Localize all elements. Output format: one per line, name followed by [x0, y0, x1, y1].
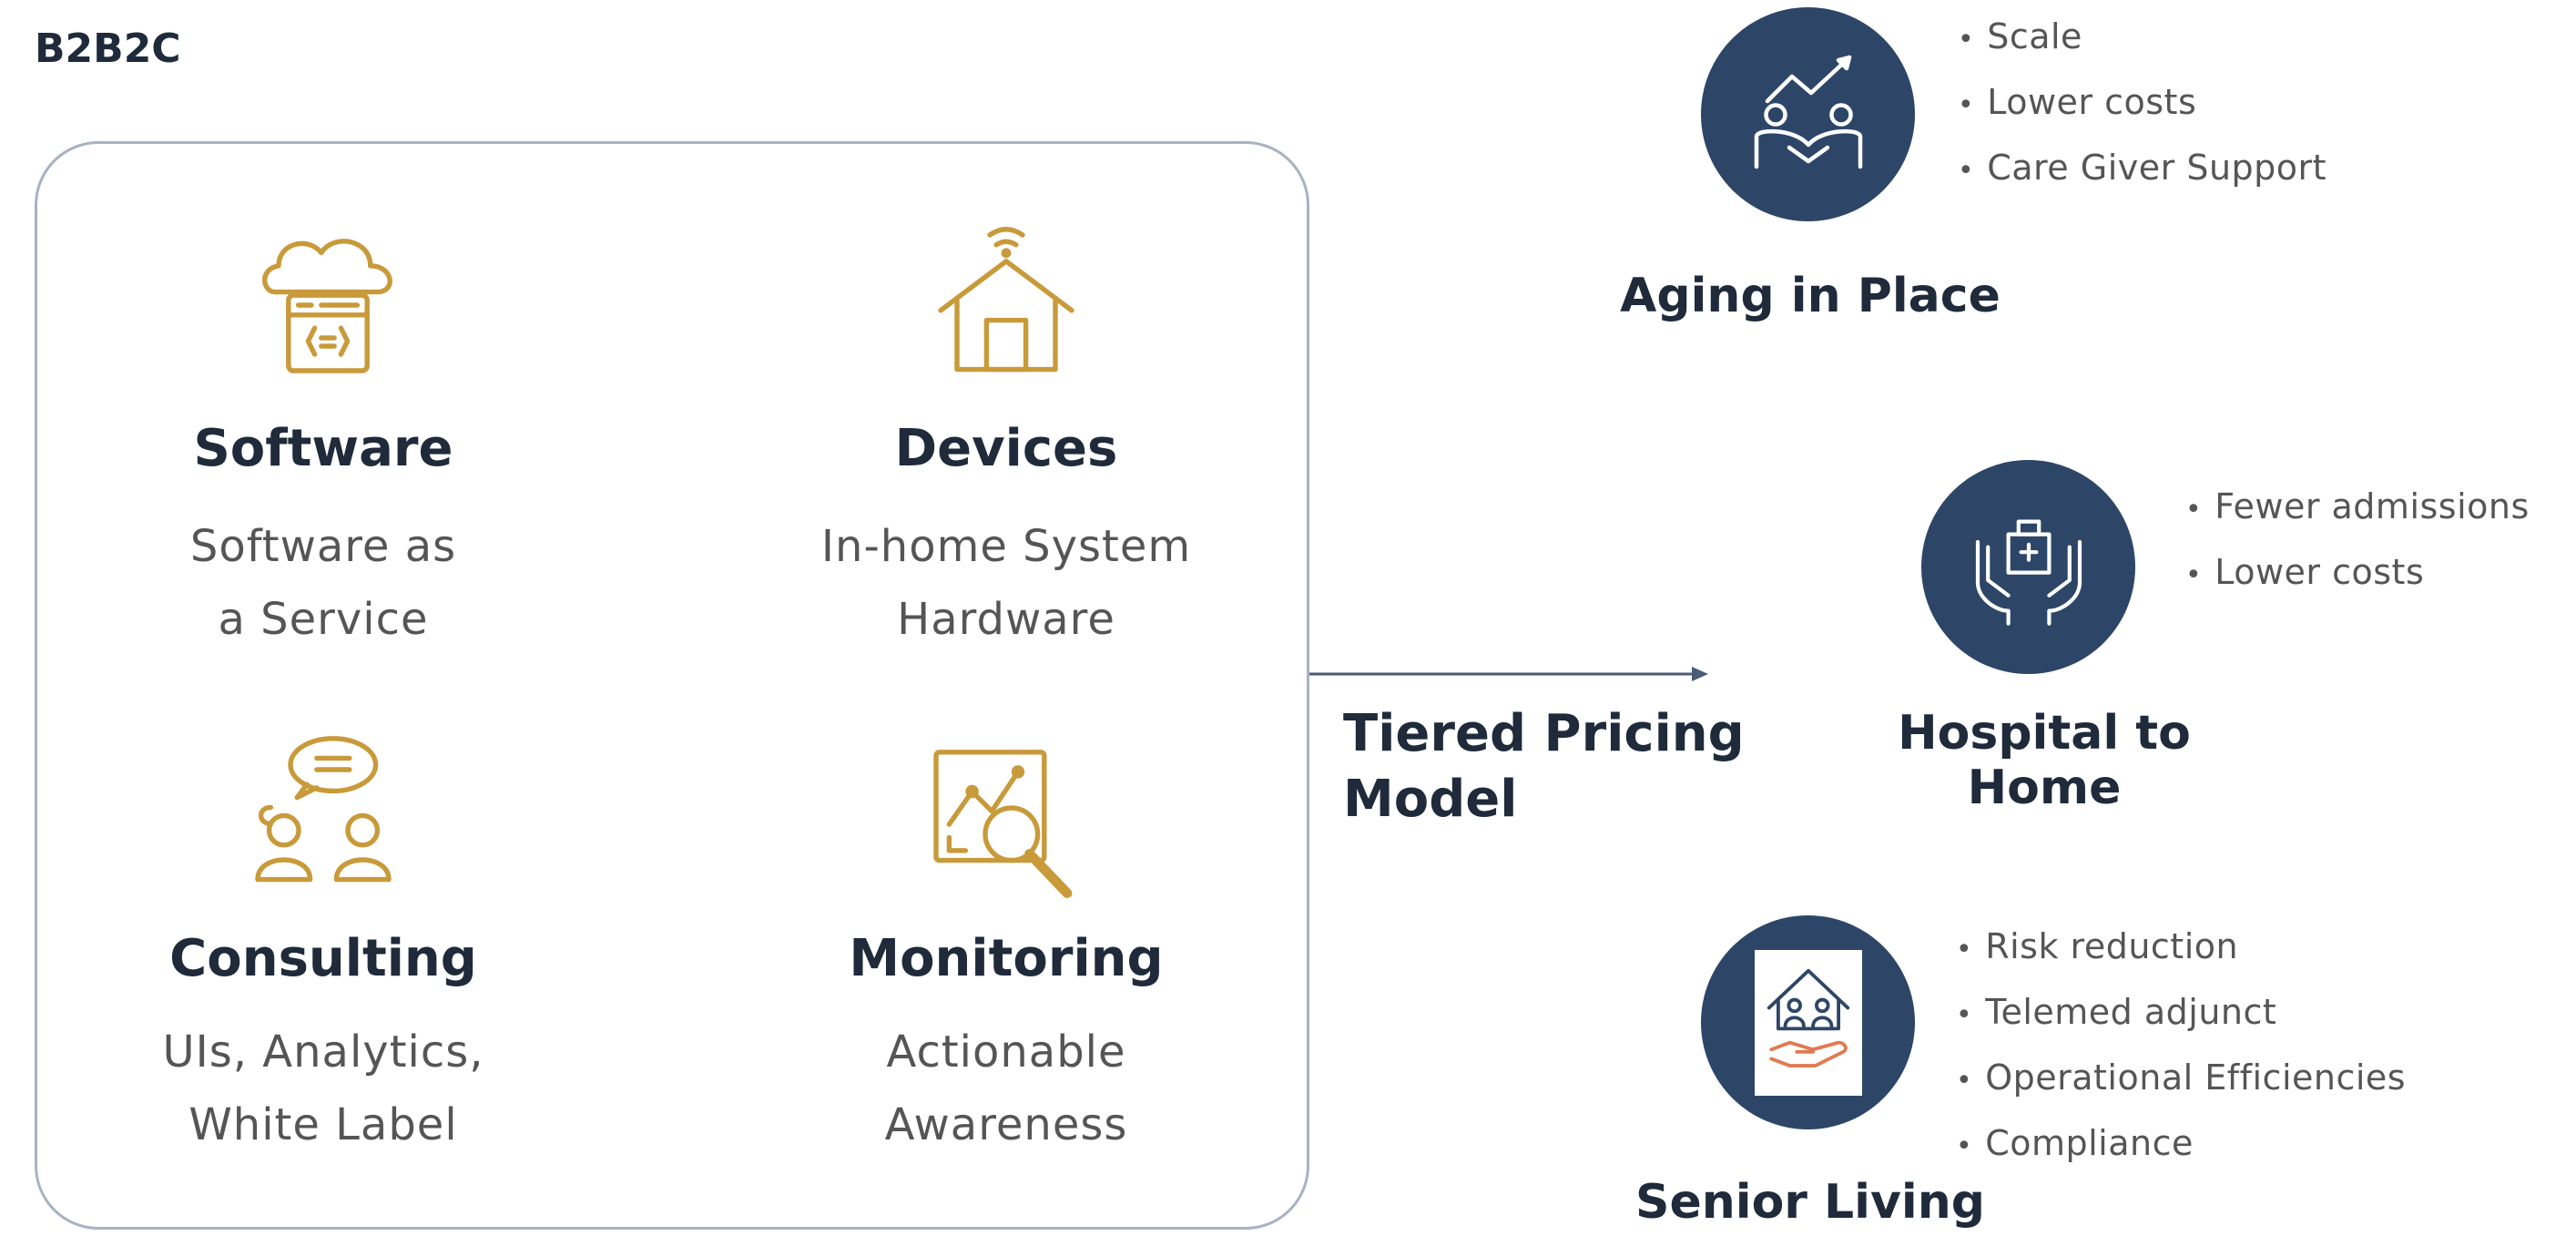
pricing-model-label: Tiered Pricing Model: [1343, 704, 1745, 829]
devices-desc-line2: Hardware: [897, 594, 1115, 645]
list-item: Fewer admissions: [2185, 475, 2530, 541]
people-chat-icon: [241, 729, 405, 897]
list-item: Compliance: [1956, 1112, 2406, 1178]
list-item: Lower costs: [1958, 71, 2327, 137]
aging-in-place-bullets: Scale Lower costs Care Giver Support: [1958, 5, 2327, 202]
brand-label: B2B2C: [35, 26, 181, 72]
list-item: Operational Efficiencies: [1956, 1047, 2406, 1112]
monitoring-title: Monitoring: [849, 929, 1164, 988]
hospital-to-home-title: Hospital to Home: [1898, 706, 2191, 815]
care-home-icon: [1701, 915, 1915, 1129]
list-item: Lower costs: [2185, 541, 2530, 607]
senior-living-bullets: Risk reduction Telemed adjunct Operation…: [1956, 915, 2406, 1178]
monitoring-desc-line1: Actionable: [886, 1027, 1126, 1078]
hospital-to-home-bullets: Fewer admissions Lower costs: [2185, 475, 2530, 607]
software-desc-line1: Software as: [189, 521, 457, 572]
list-item: Telemed adjunct: [1956, 981, 2406, 1047]
hands-hospital-icon: [1921, 460, 2135, 674]
list-item: Care Giver Support: [1958, 137, 2327, 202]
handshake-growth-icon: [1701, 7, 1915, 221]
cloud-code-icon: [246, 223, 410, 392]
consulting-desc-line2: White Label: [188, 1099, 458, 1150]
monitoring-desc-line2: Awareness: [884, 1099, 1128, 1150]
chart-magnifier-icon: [920, 742, 1084, 911]
software-desc-line2: a Service: [218, 594, 429, 645]
services-frame: [35, 141, 1309, 1230]
list-item: Risk reduction: [1956, 915, 2406, 981]
smart-home-icon: [924, 219, 1088, 387]
senior-living-title: Senior Living: [1635, 1175, 1985, 1230]
aging-in-place-title: Aging in Place: [1620, 269, 2001, 323]
list-item: Scale: [1958, 5, 2327, 71]
pricing-arrow: [1309, 667, 1708, 681]
consulting-title: Consulting: [169, 929, 477, 988]
devices-desc-line1: In-home System: [820, 521, 1192, 572]
devices-title: Devices: [894, 419, 1118, 478]
software-title: Software: [193, 419, 453, 478]
consulting-desc-line1: UIs, Analytics,: [162, 1027, 484, 1078]
